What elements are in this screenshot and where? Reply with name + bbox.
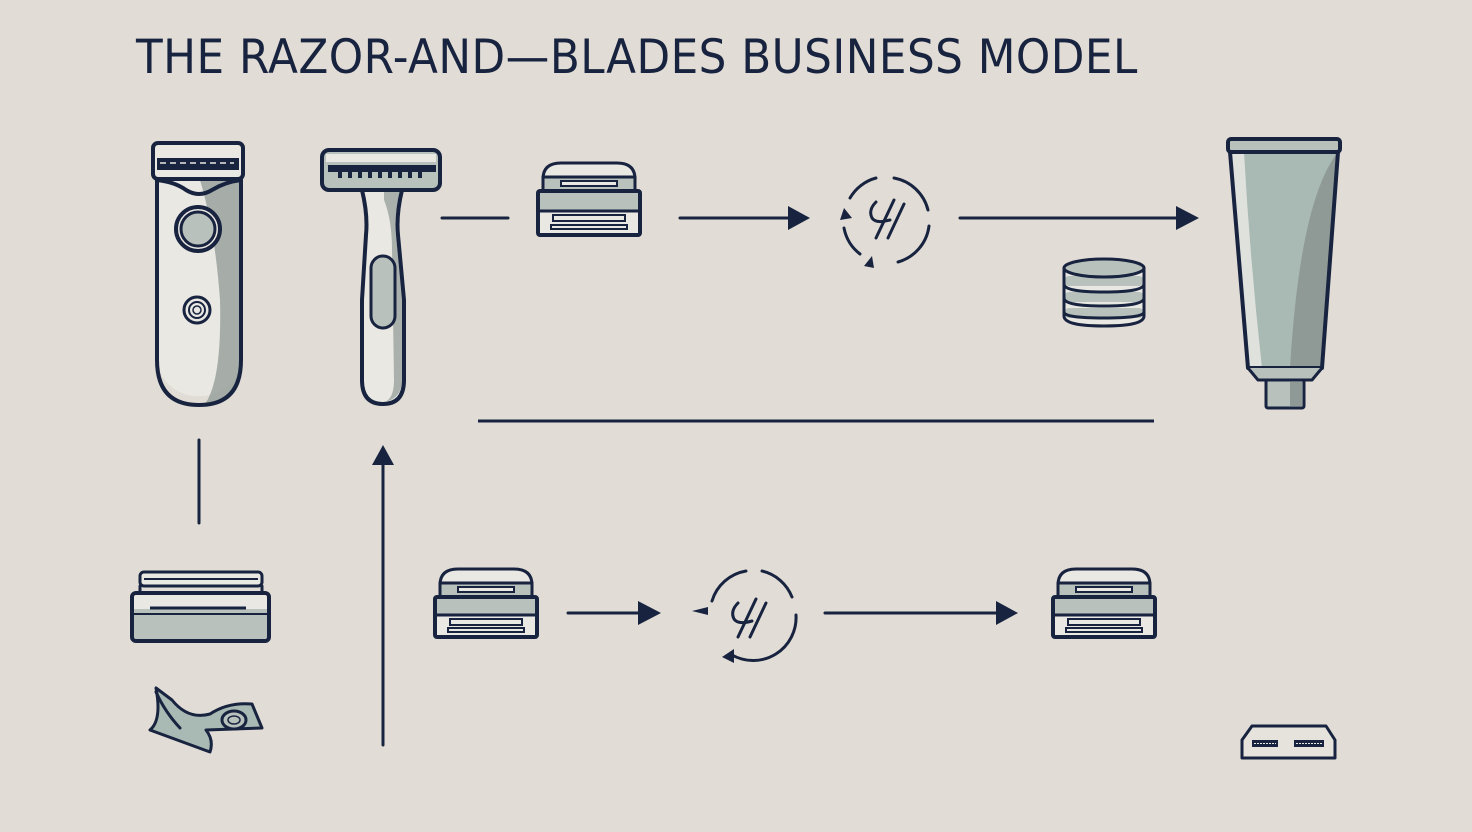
blade-cartridge-icon (536, 161, 642, 237)
diagram-title: THE RAZOR-AND—BLADES BUSINESS MODEL (136, 30, 1138, 85)
blade-cartridge-icon (1051, 567, 1157, 639)
cream-tube-icon (1226, 137, 1342, 410)
flow-arrow (678, 206, 810, 230)
money-bill-icon (148, 686, 264, 754)
refresh-cycle-icon (692, 569, 798, 663)
blade-box-icon (1240, 724, 1337, 760)
blade-pack-icon (130, 570, 271, 643)
blade-cartridge-icon (433, 567, 539, 639)
coin-stack-icon (1062, 257, 1146, 328)
flow-arrow-up (372, 445, 394, 747)
electric-trimmer-icon (151, 141, 245, 407)
refresh-cycle-icon (840, 176, 931, 268)
flow-arrow (958, 206, 1199, 230)
flow-arrow (566, 601, 661, 625)
razor-handle-icon (320, 148, 442, 406)
flow-arrow (823, 601, 1018, 625)
